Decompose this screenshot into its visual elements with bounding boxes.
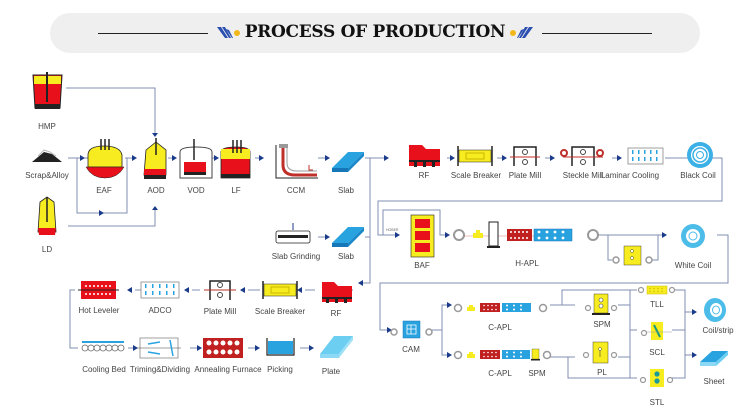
label-ld: LD (42, 245, 52, 254)
label-annealing-furnace: Annealing Furnace (194, 365, 262, 374)
plate-product-icon (320, 336, 353, 358)
picking-tank-icon (266, 338, 295, 356)
skin-pass-unit (612, 245, 653, 266)
h-apl-line (453, 221, 599, 248)
scale-breaker-plate (262, 281, 298, 299)
label-scl: SCL (649, 348, 665, 357)
hmp-ladle (32, 72, 63, 109)
label-rf-plate: RF (331, 309, 342, 318)
label-spm-2: SPM (528, 369, 546, 378)
rf-furnace-plate (322, 282, 352, 303)
hot-leveler-icon (78, 281, 119, 299)
label-adco: ADCO (148, 306, 171, 315)
divider-left (98, 33, 208, 34)
coil-strip-icon (704, 298, 726, 322)
label-scale-breaker-plate: Scale Breaker (255, 307, 306, 316)
eaf-furnace (85, 139, 125, 179)
label-c-apl-1: C-APL (488, 323, 512, 332)
label-vod: VOD (187, 186, 205, 195)
label-plate: Plate (322, 367, 341, 376)
trimming-dividing-icon (137, 337, 181, 359)
label-laminar-cooling: Laminar Cooling (601, 171, 659, 180)
divider-right (542, 33, 652, 34)
c-apl-line-1 (453, 303, 548, 313)
label-picking: Picking (267, 365, 293, 374)
label-white-coil: White Coil (675, 261, 712, 270)
label-cam: CAM (402, 345, 420, 354)
label-pl: PL (597, 368, 607, 377)
label-slab-2: Slab (338, 252, 355, 261)
aod-converter (143, 138, 167, 179)
scrap-pile (32, 149, 62, 162)
label-trimming-dividing: Triming&Dividing (130, 365, 190, 374)
steckle-mill-icon (560, 146, 604, 166)
slab-grinding-machine (275, 223, 311, 244)
label-steckle-mill: Steckle Mill (563, 171, 604, 180)
label-aod: AOD (147, 186, 165, 195)
label-plate-mill-hot: Plate Mill (509, 171, 542, 180)
title-banner: PROCESS OF PRODUCTION (50, 13, 700, 53)
scl-unit (640, 322, 672, 340)
slab-icon (332, 152, 364, 172)
baf-furnace (410, 214, 435, 258)
slab-icon-2 (332, 227, 364, 247)
label-baf: BAF (414, 261, 430, 270)
plate-mill-plate (204, 280, 236, 300)
rf-furnace (409, 145, 440, 167)
scale-breaker-icon (457, 146, 493, 166)
black-coil-icon (687, 142, 713, 168)
label-coil-strip: Coil/strip (702, 326, 734, 335)
label-plate-mill-plate: Plate Mill (204, 307, 237, 316)
cam-unit (390, 320, 433, 339)
label-eaf: EAF (96, 186, 112, 195)
annealing-furnace-icon (203, 338, 243, 358)
sheet-icon (700, 351, 728, 366)
wing-left-icon (217, 27, 240, 38)
label-spm-1: SPM (593, 320, 611, 329)
label-hmp: HMP (38, 122, 56, 131)
vod-vessel (179, 139, 213, 179)
label-scale-breaker-hot: Scale Breaker (451, 171, 502, 180)
label-lf: LF (231, 186, 240, 195)
adco-icon (140, 281, 180, 299)
label-stl: STL (650, 398, 665, 407)
label-scrap-alloy: Scrap&Alloy (25, 171, 69, 180)
ccm-caster (275, 144, 318, 179)
pl-unit (582, 341, 618, 364)
label-c-apl-2: C-APL (488, 369, 512, 378)
label-tll: TLL (650, 300, 664, 309)
page-title: PROCESS OF PRODUCTION (244, 22, 506, 42)
c-apl-line-2 (453, 348, 552, 361)
label-rf-hot: RF (419, 171, 430, 180)
label-ccm: CCM (287, 186, 306, 195)
label-h-apl: H-APL (515, 259, 539, 268)
plate-mill-icon (510, 146, 540, 166)
cooling-bed-icon (81, 341, 125, 352)
tll-unit (637, 285, 676, 295)
label-slab-grinding: Slab Grinding (272, 252, 320, 261)
label-black-coil: Black Coil (680, 171, 716, 180)
ld-converter (37, 196, 57, 235)
label-hot-leveler: Hot Leveler (79, 306, 120, 315)
flow-lines (66, 87, 729, 379)
laminar-cooling-icon (627, 147, 664, 165)
label-cooling-bed: Cooling Bed (82, 365, 126, 374)
lf-ladle (220, 140, 251, 179)
stl-unit (639, 369, 674, 387)
wing-right-icon (510, 27, 533, 38)
spm-unit-1 (584, 293, 618, 315)
label-slab-1: Slab (338, 186, 355, 195)
white-coil-icon (681, 224, 705, 248)
baf-note: HOBER (386, 228, 399, 232)
label-sheet: Sheet (704, 377, 726, 386)
